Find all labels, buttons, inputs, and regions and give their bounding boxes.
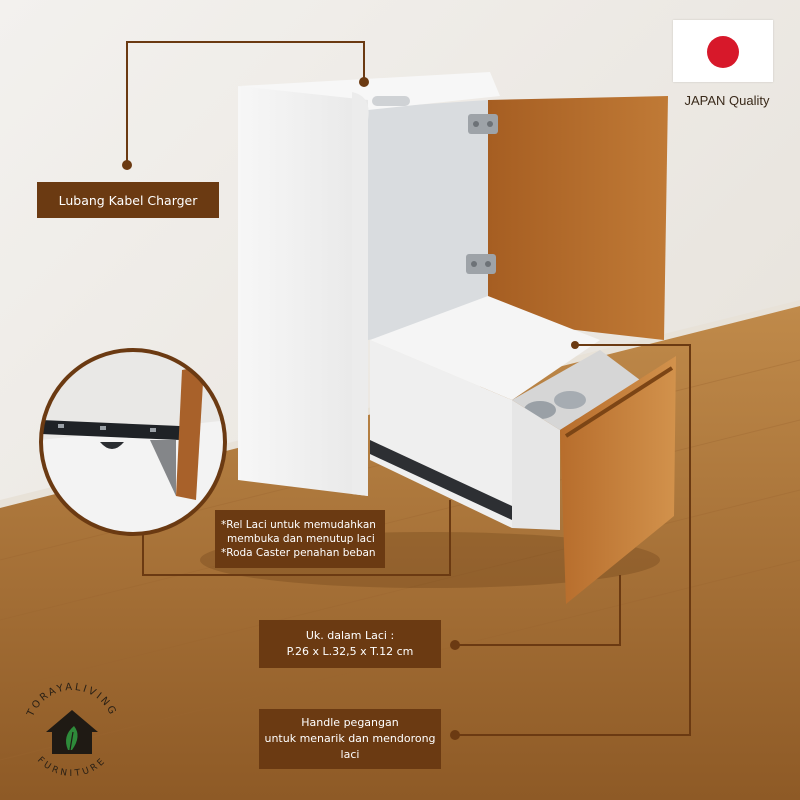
logo-brand-sub: FURNITURE: [35, 755, 106, 779]
handle-label-line-1: Handle pegangan: [301, 716, 399, 729]
drawer-handle-groove: [564, 366, 674, 438]
drawer-front: [560, 356, 676, 604]
svg-text:FURNITURE: FURNITURE: [35, 755, 109, 779]
rail-label-line-1: *Rel Laci untuk memudahkan: [221, 519, 376, 531]
drawer-inner-side: [512, 400, 560, 530]
size-label-line-2: P.26 x L.32,5 x T.12 cm: [286, 645, 414, 658]
japan-quality-text: JAPAN Quality: [684, 93, 770, 108]
callout-dots: [122, 77, 579, 740]
japan-flag-icon: [673, 20, 773, 82]
hinge-top: [468, 114, 498, 134]
handle-label-line-2: untuk menarik dan mendorong: [264, 732, 436, 745]
drawer-rail: [370, 440, 512, 520]
cable-hole-slot: [372, 96, 410, 106]
torayaliving-logo: TORAYALIVING FURNITURE: [25, 682, 116, 779]
hinge-bottom: [466, 254, 496, 274]
drawer-rail-label: *Rel Laci untuk memudahkan membuka dan m…: [215, 510, 385, 568]
cabinet-side-edge: [352, 92, 369, 496]
rail-label-line-3: *Roda Caster penahan beban: [221, 547, 376, 559]
cabinet-side: [238, 86, 368, 496]
drawer-body-side: [370, 340, 512, 528]
handle-label: Handle pegangan untuk menarik dan mendor…: [259, 709, 441, 769]
drawer-body-top: [370, 296, 600, 400]
rail-label-line-2: membuka dan menutup laci: [227, 533, 375, 545]
cable-hole-label-text: Lubang Kabel Charger: [58, 192, 198, 208]
house-icon: [46, 710, 98, 754]
size-label-line-1: Uk. dalam Laci :: [305, 629, 395, 642]
rail-detail-inset: [39, 348, 227, 536]
handle-label-line-3: laci: [340, 748, 360, 761]
cable-hole-label: Lubang Kabel Charger: [37, 182, 219, 218]
flag-sun: [707, 36, 739, 68]
callout-lines: [126, 41, 691, 736]
drawer-size-label: Uk. dalam Laci : P.26 x L.32,5 x T.12 cm: [259, 620, 441, 668]
cabinet-top: [240, 72, 500, 110]
cabinet-door: [488, 96, 668, 340]
cabinet-interior: [368, 100, 488, 340]
